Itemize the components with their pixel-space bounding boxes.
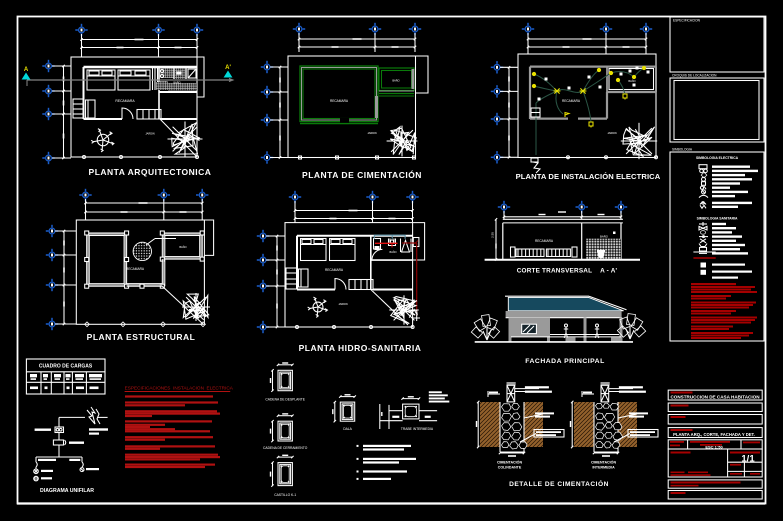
svg-text:ESPECIFICACION: ESPECIFICACION xyxy=(673,19,701,23)
svg-text:A: A xyxy=(24,67,29,73)
svg-text:JARDIN: JARDIN xyxy=(338,302,347,306)
svg-text:CIMENTACIÓN: CIMENTACIÓN xyxy=(591,460,616,465)
svg-text:SIMBOLOGIA SANITARIA: SIMBOLOGIA SANITARIA xyxy=(697,217,738,221)
svg-text:ESPECIFICACIONES INSTALACION: ESPECIFICACIONES INSTALACION ELECTRICA xyxy=(125,386,234,391)
svg-text:JARDIN: JARDIN xyxy=(607,131,616,135)
svg-text:PLANTA DE INSTALACIÓN ELECTRIC: PLANTA DE INSTALACIÓN ELECTRICA xyxy=(516,172,661,181)
svg-text:CADENA DE CERRAMIENTO: CADENA DE CERRAMIENTO xyxy=(263,446,308,450)
svg-text:CASTILLO K-1: CASTILLO K-1 xyxy=(274,493,296,497)
svg-text:PLANTA ESTRUCTURAL: PLANTA ESTRUCTURAL xyxy=(87,332,196,342)
svg-text:RECAMARA: RECAMARA xyxy=(535,239,554,243)
svg-text:RECAMARA: RECAMARA xyxy=(115,99,135,103)
svg-text:SIMBOLOGIA ELECTRICA: SIMBOLOGIA ELECTRICA xyxy=(696,156,739,160)
svg-text:FACHADA PRINCIPAL: FACHADA PRINCIPAL xyxy=(525,358,605,365)
svg-text:CUADRO DE CARGAS: CUADRO DE CARGAS xyxy=(39,364,93,370)
svg-text:1/1: 1/1 xyxy=(741,454,755,465)
svg-text:BAÑO: BAÑO xyxy=(628,78,635,83)
svg-text:RECAMARA: RECAMARA xyxy=(330,99,349,103)
svg-text:DIAGRAMA UNIFILAR: DIAGRAMA UNIFILAR xyxy=(40,488,94,494)
svg-text:PLANTA HIDRO-SANITARIA: PLANTA HIDRO-SANITARIA xyxy=(299,343,422,353)
svg-text:RECAMARA: RECAMARA xyxy=(562,99,581,103)
svg-text:COLINDANTE: COLINDANTE xyxy=(498,466,522,470)
svg-text:2.55: 2.55 xyxy=(491,232,495,238)
svg-text:RECAMARA: RECAMARA xyxy=(325,268,344,272)
svg-text:CADENA DE DESPLANTE: CADENA DE DESPLANTE xyxy=(265,398,305,402)
svg-text:DETALLE DE CIMENTACIÓN: DETALLE DE CIMENTACIÓN xyxy=(509,479,609,488)
svg-text:BAÑO: BAÑO xyxy=(179,244,186,249)
svg-text:JARDIN: JARDIN xyxy=(145,132,154,136)
svg-text:PLANTA ARQ., CORTE, FACHADA Y: PLANTA ARQ., CORTE, FACHADA Y DET. xyxy=(673,432,755,437)
svg-text:PLANTA DE CIMENTACIÓN: PLANTA DE CIMENTACIÓN xyxy=(302,169,422,180)
svg-text:CROQUIS DE LOCALIZACION: CROQUIS DE LOCALIZACION xyxy=(672,74,717,78)
svg-text:BAÑO: BAÑO xyxy=(389,251,396,254)
svg-text:CONSTRUCCION DE CASA HABITACIO: CONSTRUCCION DE CASA HABITACION xyxy=(670,395,760,400)
svg-text:CORTE TRANSVERSAL A - A': CORTE TRANSVERSAL A - A' xyxy=(517,268,618,275)
svg-text:SIMBOLOGIA: SIMBOLOGIA xyxy=(672,148,693,152)
svg-text:DALA: DALA xyxy=(343,427,352,431)
svg-text:RECAMARA: RECAMARA xyxy=(126,267,145,271)
svg-text:A': A' xyxy=(225,65,231,71)
svg-text:TRABE INTERMEDIA: TRABE INTERMEDIA xyxy=(401,427,434,431)
svg-text:PLANTA ARQUITECTONICA: PLANTA ARQUITECTONICA xyxy=(89,167,212,177)
svg-text:CIMENTACIÓN: CIMENTACIÓN xyxy=(497,460,522,465)
svg-text:ESC 1:50: ESC 1:50 xyxy=(705,444,723,449)
svg-text:JARDIN: JARDIN xyxy=(367,131,376,135)
svg-text:BAÑO: BAÑO xyxy=(600,234,609,239)
svg-text:BAÑO: BAÑO xyxy=(173,80,180,85)
svg-text:INTERMEDIA: INTERMEDIA xyxy=(592,466,615,470)
svg-text:BAÑO: BAÑO xyxy=(392,78,399,83)
